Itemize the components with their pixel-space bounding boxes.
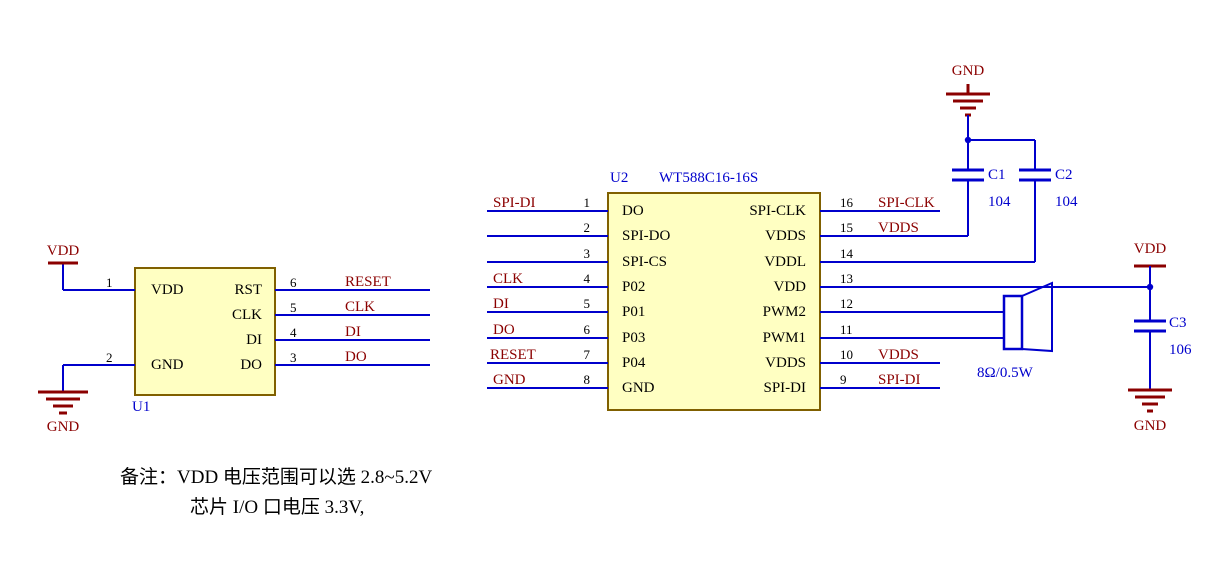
u1-pin1-number: 1 (106, 275, 113, 290)
net-label-di-left: DI (493, 296, 509, 312)
u2-pin-name-spi-di: SPI-DI (763, 380, 806, 396)
decoupling-capacitors (952, 115, 1051, 262)
u2-pin-name-spi-cs: SPI-CS (622, 254, 668, 270)
power-label-vdd-right: VDD (1133, 241, 1167, 257)
u2-right-wires (820, 210, 1150, 389)
u1-pin4-number: 4 (290, 325, 297, 340)
u1-pin-name-vdd: VDD (151, 282, 184, 298)
u2-pin12-number: 12 (840, 296, 853, 311)
net-label-clk: CLK (345, 299, 375, 315)
u1-body (134, 267, 276, 396)
c3-designator: C3 (1169, 315, 1187, 331)
u1-pin-name-do: DO (240, 357, 262, 373)
gnd-earth-icon-right (1128, 388, 1172, 413)
vdd-rail-right (1134, 264, 1166, 390)
u2-pin4-number: 4 (583, 271, 591, 286)
u2-designator: U2 (610, 170, 629, 186)
u1-pin-name-di: DI (246, 332, 262, 348)
u2-pin1-number: 1 (583, 195, 591, 210)
c1-value: 104 (988, 194, 1011, 210)
net-label-gnd-left: GND (493, 372, 526, 388)
u2-pin13-number: 13 (840, 271, 853, 286)
u2-pin7-number: 7 (583, 347, 591, 362)
u2-pin8-number: 8 (583, 372, 591, 387)
u2-left-wires (487, 210, 608, 389)
u2-pin10-number: 10 (840, 347, 853, 362)
net-label-reset: RESET (345, 274, 391, 290)
u1-pin5-number: 5 (290, 300, 297, 315)
u2-pin-name-spi-clk: SPI-CLK (749, 203, 806, 219)
note-line-2: 芯片 I/O 口电压 3.3V, (190, 497, 365, 518)
u1-pin6-number: 6 (290, 275, 297, 290)
power-label-vdd-u1: VDD (46, 243, 80, 259)
note-line-1: 备注：VDD 电压范围可以选 2.8~5.2V (120, 467, 433, 488)
u2-pin-name-p01: P01 (622, 304, 646, 320)
net-label-di: DI (345, 324, 361, 340)
power-label-gnd-top: GND (951, 63, 985, 79)
u2-pin-name-p03: P03 (622, 330, 646, 346)
u2-pin-name-spi-do: SPI-DO (622, 228, 671, 244)
u2-pin3-number: 3 (583, 246, 591, 261)
net-label-vdds-15: VDDS (878, 220, 919, 236)
speaker-rating-label: 8Ω/0.5W (977, 365, 1033, 381)
net-label-reset-left: RESET (490, 347, 536, 363)
u2-pin6-number: 6 (583, 322, 591, 337)
c1-designator: C1 (988, 167, 1006, 183)
u2-pin-name-p04: P04 (622, 355, 646, 371)
u2-pin-name-vdd: VDD (773, 279, 807, 295)
junction-dot (964, 136, 972, 144)
u2-pin16-number: 16 (840, 195, 853, 210)
u2-pin-name-vdds-10: VDDS (765, 355, 806, 371)
net-label-clk-left: CLK (493, 271, 523, 287)
junction-dot (1146, 283, 1154, 291)
u2-pin-name-gnd: GND (622, 380, 655, 396)
u2-pin-name-p02: P02 (622, 279, 646, 295)
gnd-earth-icon-u1 (38, 390, 88, 415)
u2-pin-name-pwm2: PWM2 (762, 304, 806, 320)
power-label-gnd-u1: GND (46, 419, 80, 435)
c3-value: 106 (1169, 342, 1192, 358)
u2-pin5-number: 5 (583, 296, 591, 311)
u1-wires (62, 263, 430, 392)
c2-designator: C2 (1055, 167, 1073, 183)
u2-pin2-number: 2 (583, 220, 591, 235)
u1-pin2-number: 2 (106, 350, 113, 365)
net-label-spi-di-right: SPI-DI (878, 372, 921, 388)
u2-pin15-number: 15 (840, 220, 853, 235)
net-label-spi-di-left: SPI-DI (493, 195, 536, 211)
u2-pin14-number: 14 (840, 246, 853, 261)
net-label-spi-clk-right: SPI-CLK (878, 195, 935, 211)
u2-pin9-number: 9 (840, 372, 847, 387)
c2-value: 104 (1055, 194, 1078, 210)
net-label-do: DO (345, 349, 367, 365)
u1-pin-name-rst: RST (234, 282, 262, 298)
speaker-icon (1002, 281, 1053, 353)
u1-designator: U1 (132, 399, 151, 415)
u1-pin-name-gnd: GND (151, 357, 184, 373)
u1-pin-name-clk: CLK (232, 307, 262, 323)
u2-body (607, 192, 821, 411)
gnd-earth-icon-top (946, 84, 990, 117)
net-label-do-left: DO (493, 322, 515, 338)
net-label-vdds-10: VDDS (878, 347, 919, 363)
u2-pin-name-vddl: VDDL (764, 254, 806, 270)
u2-part-number: WT588C16-16S (659, 170, 759, 186)
u2-pin-name-do: DO (622, 203, 644, 219)
u2-pin-name-pwm1: PWM1 (762, 330, 806, 346)
u1-pin3-number: 3 (290, 350, 297, 365)
power-label-gnd-right: GND (1133, 418, 1167, 434)
u2-pin11-number: 11 (840, 322, 853, 337)
u2-pin-name-vdds-15: VDDS (765, 228, 806, 244)
